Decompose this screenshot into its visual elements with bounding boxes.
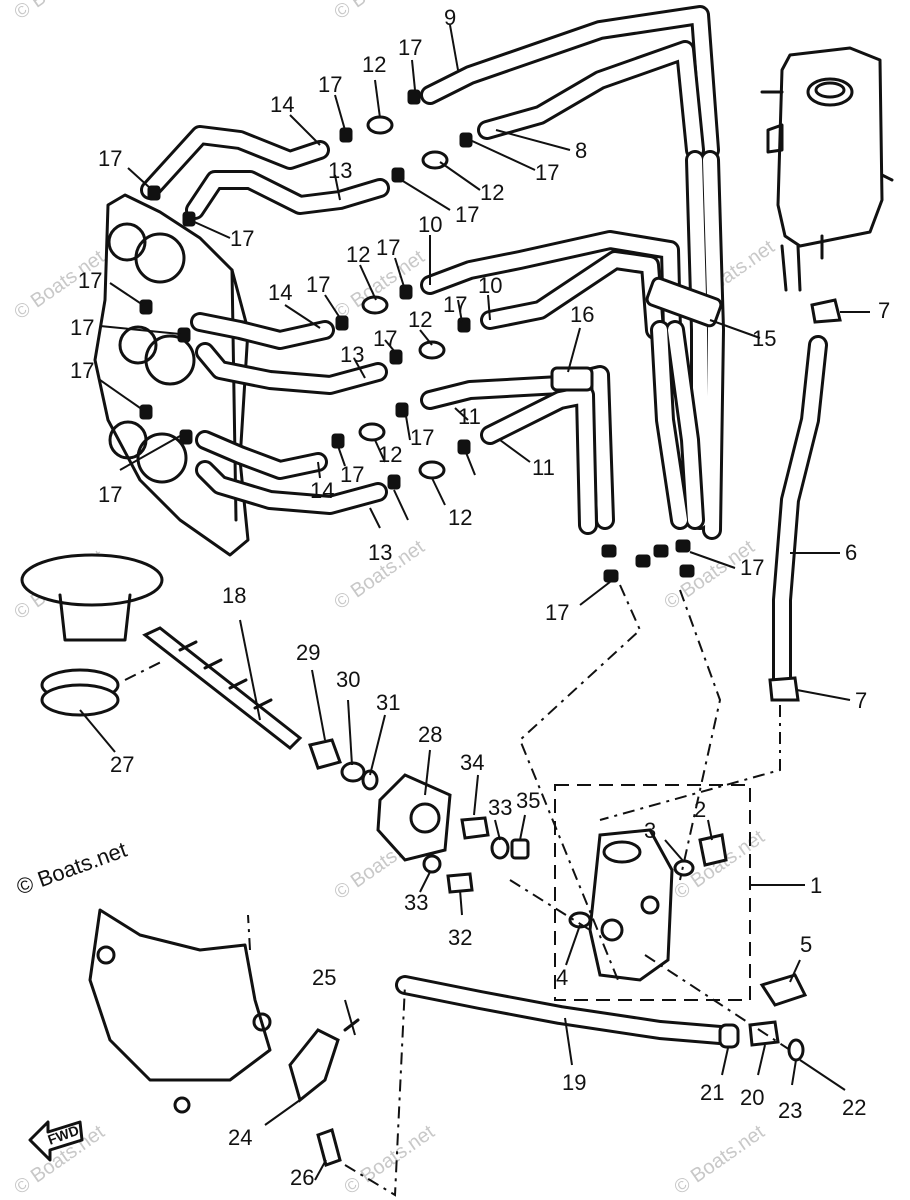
callout-17: 17 <box>740 555 764 580</box>
oil-pump-assembly <box>554 784 808 1062</box>
callout-17: 17 <box>70 315 94 340</box>
hose-clamp-15 <box>645 276 723 328</box>
brand-label: © Boats.net <box>13 837 130 900</box>
callout-27: 27 <box>110 752 134 777</box>
callout-12: 12 <box>346 242 370 267</box>
assembly-lines <box>124 584 791 1197</box>
callout-17: 17 <box>318 72 342 97</box>
callout-17: 17 <box>340 462 364 487</box>
callout-14: 14 <box>268 280 292 305</box>
callout-17: 17 <box>410 425 434 450</box>
callout-9: 9 <box>444 5 456 30</box>
watermark: © Boats.net <box>10 0 109 24</box>
callout-1: 1 <box>810 873 822 898</box>
callout-14: 14 <box>270 92 294 117</box>
callout-16: 16 <box>570 302 594 327</box>
callout-17: 17 <box>70 358 94 383</box>
callout-14: 14 <box>310 478 334 503</box>
callout-17: 17 <box>98 146 122 171</box>
callout-2: 2 <box>694 797 706 822</box>
callout-13: 13 <box>368 540 392 565</box>
callout-12: 12 <box>480 180 504 205</box>
callout-32: 32 <box>448 925 472 950</box>
drive-shaft <box>142 626 379 791</box>
callout-13: 13 <box>340 342 364 367</box>
callout-10: 10 <box>478 273 502 298</box>
oil-pump-group-box <box>554 784 751 1001</box>
callout-8: 8 <box>575 138 587 163</box>
bearing-and-gear <box>20 553 164 717</box>
callout-21: 21 <box>700 1080 724 1105</box>
callout-7: 7 <box>878 298 890 323</box>
callout-17: 17 <box>535 160 559 185</box>
callout-6: 6 <box>845 540 857 565</box>
lower-crankcase <box>88 908 360 1167</box>
callout-17: 17 <box>373 326 397 351</box>
callout-18: 18 <box>222 583 246 608</box>
callout-15: 15 <box>752 326 776 351</box>
callouts: 1 2 3 4 5 6 7 7 8 9 10 10 11 11 12 12 12… <box>70 5 890 1190</box>
callout-5: 5 <box>800 932 812 957</box>
watermark: © Boats.net <box>340 1121 439 1199</box>
callout-17: 17 <box>376 235 400 260</box>
callout-17: 17 <box>78 268 102 293</box>
callout-12: 12 <box>408 307 432 332</box>
callout-3: 3 <box>644 818 656 843</box>
callout-19: 19 <box>562 1070 586 1095</box>
callout-28: 28 <box>418 722 442 747</box>
callout-12: 12 <box>362 52 386 77</box>
leader-lines <box>79 24 870 1181</box>
callout-22: 22 <box>842 1095 866 1120</box>
hoses <box>140 5 828 1045</box>
callout-20: 20 <box>740 1085 764 1110</box>
callout-10: 10 <box>418 212 442 237</box>
watermark: © Boats.net <box>670 1121 769 1199</box>
callout-12: 12 <box>448 505 472 530</box>
callout-17: 17 <box>443 292 467 317</box>
callout-25: 25 <box>312 965 336 990</box>
callout-13: 13 <box>328 158 352 183</box>
callout-30: 30 <box>336 667 360 692</box>
clamps <box>550 276 723 392</box>
callout-4: 4 <box>556 965 568 990</box>
callout-17: 17 <box>230 226 254 251</box>
callout-17: 17 <box>98 482 122 507</box>
callout-11: 11 <box>532 455 555 480</box>
drive-housing <box>376 773 530 894</box>
watermark: © Boats.net <box>330 0 429 24</box>
callout-24: 24 <box>228 1125 252 1150</box>
callout-23: 23 <box>778 1098 802 1123</box>
callout-33: 33 <box>404 890 428 915</box>
oil-tank <box>760 46 894 292</box>
callout-7: 7 <box>855 688 867 713</box>
callout-31: 31 <box>376 690 400 715</box>
callout-12: 12 <box>378 442 402 467</box>
hose-clamp-16 <box>550 366 594 392</box>
callout-17: 17 <box>545 600 569 625</box>
callout-35: 35 <box>516 788 540 813</box>
callout-17: 17 <box>306 272 330 297</box>
callout-11: 11 <box>458 404 481 429</box>
callout-17: 17 <box>398 35 422 60</box>
callout-26: 26 <box>290 1165 314 1190</box>
callout-33: 33 <box>488 795 512 820</box>
callout-34: 34 <box>460 750 484 775</box>
callout-17: 17 <box>455 202 479 227</box>
callout-29: 29 <box>296 640 320 665</box>
